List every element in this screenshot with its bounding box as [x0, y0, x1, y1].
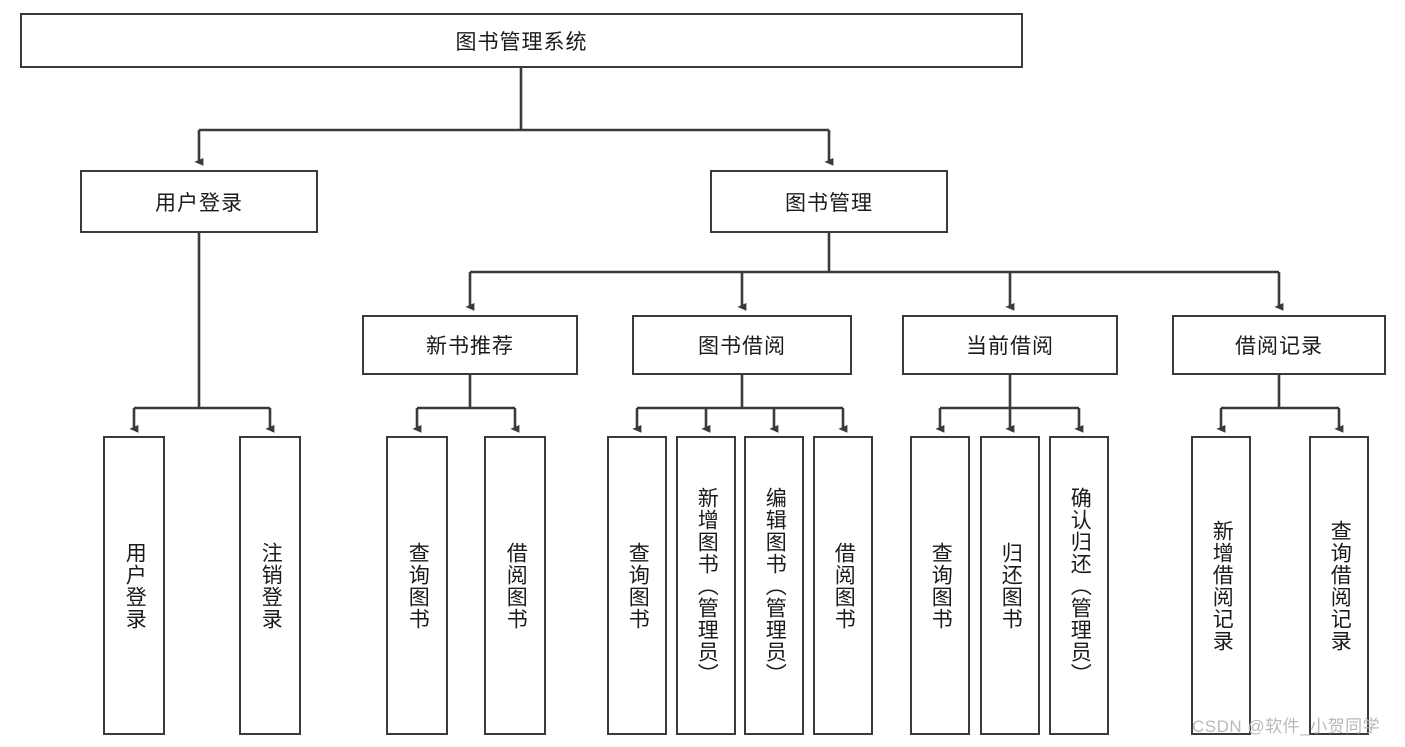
leaf-current-borrow-confirm[interactable]: 确认归还（管理员） [1049, 436, 1109, 735]
leaf-label: 新增图书（管理员） [695, 486, 719, 685]
leaf-label: 查询图书 [929, 541, 953, 630]
leaf-label: 确认归还（管理员） [1068, 486, 1092, 685]
leaf-new-book-query[interactable]: 查询图书 [386, 436, 448, 735]
leaf-label: 借阅图书 [832, 541, 856, 630]
leaf-label: 编辑图书（管理员） [763, 486, 787, 685]
node-book-borrow-label: 图书借阅 [698, 335, 786, 358]
leaf-label: 查询图书 [626, 541, 650, 630]
leaf-user-login-signin[interactable]: 用户登录 [103, 436, 165, 735]
leaf-borrow-record-add[interactable]: 新增借阅记录 [1191, 436, 1251, 735]
node-new-book-recommend-label: 新书推荐 [426, 335, 514, 358]
node-new-book-recommend[interactable]: 新书推荐 [362, 315, 578, 375]
watermark: CSDN @软件_小贺同学 [1192, 717, 1381, 736]
leaf-label: 查询图书 [406, 541, 430, 630]
leaf-label: 借阅图书 [504, 541, 528, 630]
leaf-label: 用户登录 [123, 541, 147, 630]
leaf-user-login-signout[interactable]: 注销登录 [239, 436, 301, 735]
node-borrow-record[interactable]: 借阅记录 [1172, 315, 1386, 375]
node-borrow-record-label: 借阅记录 [1235, 335, 1323, 358]
leaf-borrow-record-query[interactable]: 查询借阅记录 [1309, 436, 1369, 735]
leaf-label: 注销登录 [259, 541, 283, 630]
node-user-login-label: 用户登录 [155, 191, 243, 215]
leaf-new-book-borrow[interactable]: 借阅图书 [484, 436, 546, 735]
leaf-label: 查询借阅记录 [1328, 519, 1352, 652]
node-root[interactable]: 图书管理系统 [20, 13, 1023, 68]
node-current-borrow-label: 当前借阅 [966, 335, 1054, 358]
node-book-management-label: 图书管理 [785, 191, 873, 215]
leaf-current-borrow-query[interactable]: 查询图书 [910, 436, 970, 735]
node-user-login[interactable]: 用户登录 [80, 170, 318, 233]
node-book-borrow[interactable]: 图书借阅 [632, 315, 852, 375]
leaf-label: 归还图书 [999, 541, 1023, 630]
node-book-management[interactable]: 图书管理 [710, 170, 948, 233]
leaf-book-borrow-add[interactable]: 新增图书（管理员） [676, 436, 736, 735]
leaf-current-borrow-return[interactable]: 归还图书 [980, 436, 1040, 735]
leaf-label: 新增借阅记录 [1210, 519, 1234, 652]
leaf-book-borrow-borrow[interactable]: 借阅图书 [813, 436, 873, 735]
node-root-label: 图书管理系统 [455, 30, 588, 54]
leaf-book-borrow-query[interactable]: 查询图书 [607, 436, 667, 735]
node-current-borrow[interactable]: 当前借阅 [902, 315, 1118, 375]
leaf-book-borrow-edit[interactable]: 编辑图书（管理员） [744, 436, 804, 735]
